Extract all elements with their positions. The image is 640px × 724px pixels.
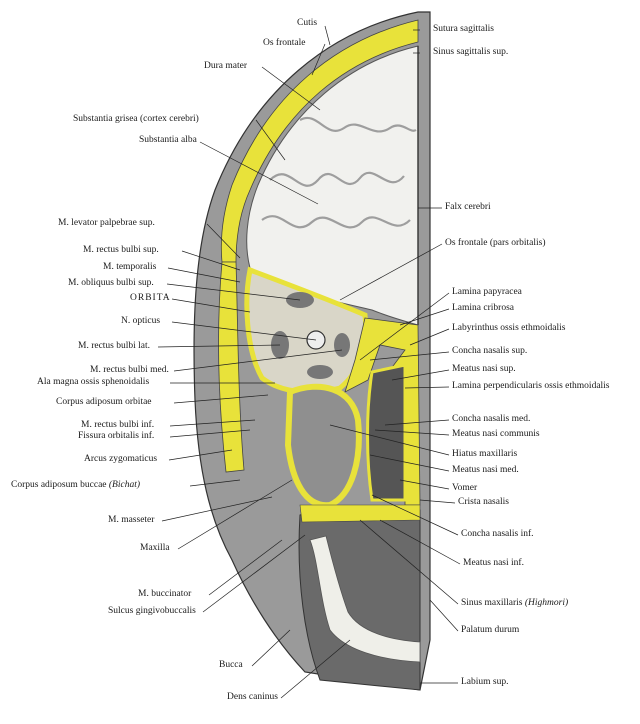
label-bucca: Bucca bbox=[219, 660, 243, 670]
palate-bone bbox=[299, 504, 421, 523]
palate-and-teeth bbox=[298, 506, 421, 691]
label-crista: Crista nasalis bbox=[458, 497, 509, 507]
label-corpus-buccae-ital: (Bichat) bbox=[108, 480, 141, 490]
lateral-bone-strip bbox=[218, 261, 245, 473]
label-obliquus: M. obliquus bulbi sup. bbox=[68, 278, 154, 288]
teeth-row bbox=[309, 535, 421, 663]
label-meatus-sup: Meatus nasi sup. bbox=[452, 364, 516, 374]
orbit-muscle-inf bbox=[307, 365, 333, 379]
label-lamina-cribrosa: Lamina cribrosa bbox=[452, 303, 514, 313]
maxillary-sinus bbox=[284, 383, 362, 509]
label-rectus-inf: M. rectus bulbi inf. bbox=[81, 420, 155, 430]
label-os-frontale: Os frontale bbox=[263, 38, 306, 48]
label-corpus-adiposum-orbitae: Corpus adiposum orbitae bbox=[56, 397, 152, 407]
label-dens: Dens caninus bbox=[227, 692, 278, 702]
label-corpus-buccae: Corpus adiposum buccae (Bichat) bbox=[11, 480, 140, 491]
label-meatus-inf: Meatus nasi inf. bbox=[463, 558, 524, 568]
label-opticus: N. opticus bbox=[121, 316, 161, 326]
label-labyrinthus: Labyrinthus ossis ethmoidalis bbox=[452, 323, 566, 333]
label-lamina-perpendicularis: Lamina perpendicularis ossis ethmoidalis bbox=[452, 381, 610, 391]
nasal-cavity bbox=[366, 363, 407, 502]
leader-lines bbox=[157, 25, 461, 699]
label-dura-mater: Dura mater bbox=[204, 61, 247, 71]
label-masseter: M. masseter bbox=[108, 515, 155, 525]
label-corpus-buccae-main: Corpus adiposum buccae bbox=[11, 480, 107, 490]
label-meatus-med: Meatus nasi med. bbox=[452, 465, 519, 475]
label-orbita: ORBITA bbox=[130, 293, 171, 303]
cerebral-hemisphere bbox=[246, 45, 419, 326]
label-os-frontale-orbitalis: Os frontale (pars orbitalis) bbox=[445, 238, 546, 248]
cortex-gyri bbox=[261, 116, 417, 229]
label-sinus-maxillaris-ital: (Highmori) bbox=[524, 598, 569, 608]
label-labium: Labium sup. bbox=[461, 677, 509, 687]
label-concha-med: Concha nasalis med. bbox=[452, 414, 531, 424]
label-rectus-lat: M. rectus bulbi lat. bbox=[78, 341, 151, 351]
label-arcus: Arcus zygomaticus bbox=[84, 454, 158, 464]
label-sinus-sagittalis: Sinus sagittalis sup. bbox=[433, 47, 509, 57]
label-rectus-sup: M. rectus bulbi sup. bbox=[83, 245, 159, 255]
label-buccinator: M. buccinator bbox=[138, 589, 192, 599]
label-sinus-maxillaris-main: Sinus maxillaris bbox=[461, 598, 523, 608]
orbit-muscle-med bbox=[334, 333, 350, 357]
label-ala-magna: Ala magna ossis sphenoidalis bbox=[37, 377, 150, 387]
label-sutura: Sutura sagittalis bbox=[433, 24, 494, 34]
label-vomer: Vomer bbox=[452, 483, 478, 493]
label-temporalis: M. temporalis bbox=[103, 262, 157, 272]
label-levator: M. levator palpebrae sup. bbox=[58, 218, 155, 228]
label-concha-sup: Concha nasalis sup. bbox=[452, 346, 528, 356]
label-maxilla: Maxilla bbox=[140, 543, 170, 553]
orbit-cavity bbox=[244, 266, 369, 395]
label-lamina-papyracea: Lamina papyracea bbox=[452, 287, 522, 297]
label-palatum: Palatum durum bbox=[461, 625, 520, 635]
label-meatus-communis: Meatus nasi communis bbox=[452, 429, 540, 439]
label-substantia-alba: Substantia alba bbox=[139, 135, 197, 145]
label-substantia-grisea: Substantia grisea (cortex cerebri) bbox=[73, 114, 199, 124]
label-fissura: Fissura orbitalis inf. bbox=[78, 431, 155, 441]
label-falx: Falx cerebri bbox=[445, 202, 491, 212]
label-sinus-maxillaris: Sinus maxillaris (Highmori) bbox=[461, 598, 568, 609]
label-rectus-med: M. rectus bulbi med. bbox=[90, 365, 169, 375]
label-sulcus: Sulcus gingivobuccalis bbox=[108, 606, 196, 616]
label-hiatus: Hiatus maxillaris bbox=[452, 449, 518, 459]
label-cutis: Cutis bbox=[297, 18, 318, 28]
label-concha-inf: Concha nasalis inf. bbox=[461, 529, 534, 539]
